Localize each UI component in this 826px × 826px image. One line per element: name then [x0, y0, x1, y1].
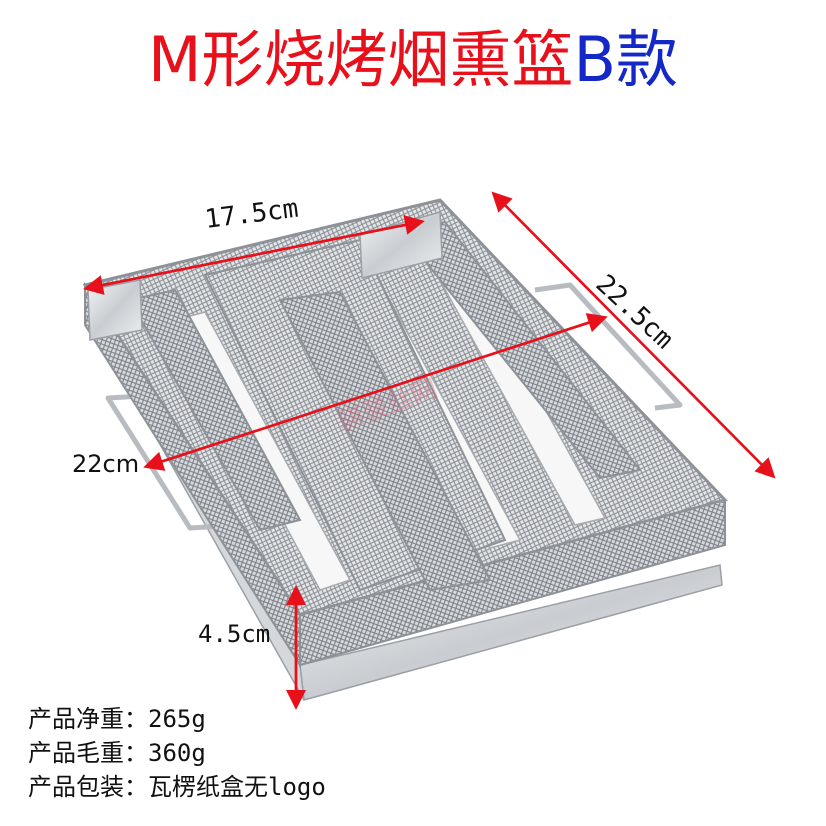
spec-value: 瓦楞纸盒无logo	[148, 773, 326, 801]
dimension-inner-label: 22cm	[72, 450, 140, 478]
divider-walls	[128, 220, 642, 592]
spec-gross-weight: 产品毛重：360g	[28, 736, 326, 770]
spec-label: 产品包装：	[28, 773, 148, 801]
spec-list: 产品净重：265g 产品毛重：360g 产品包装：瓦楞纸盒无logo	[28, 702, 326, 804]
title-suffix: B款	[573, 23, 679, 96]
spec-label: 产品净重：	[28, 705, 148, 733]
spec-packaging: 产品包装：瓦楞纸盒无logo	[28, 770, 326, 804]
spec-value: 265g	[148, 705, 206, 733]
dimension-arrows	[83, 191, 776, 710]
title-main: M形烧烤烟熏篮	[147, 23, 574, 96]
spec-net-weight: 产品净重：265g	[28, 702, 326, 736]
spec-value: 360g	[148, 739, 206, 767]
spec-label: 产品毛重：	[28, 739, 148, 767]
dimension-height-label: 4.5cm	[198, 620, 271, 648]
page-title: M形烧烤烟熏篮B款	[0, 20, 826, 100]
